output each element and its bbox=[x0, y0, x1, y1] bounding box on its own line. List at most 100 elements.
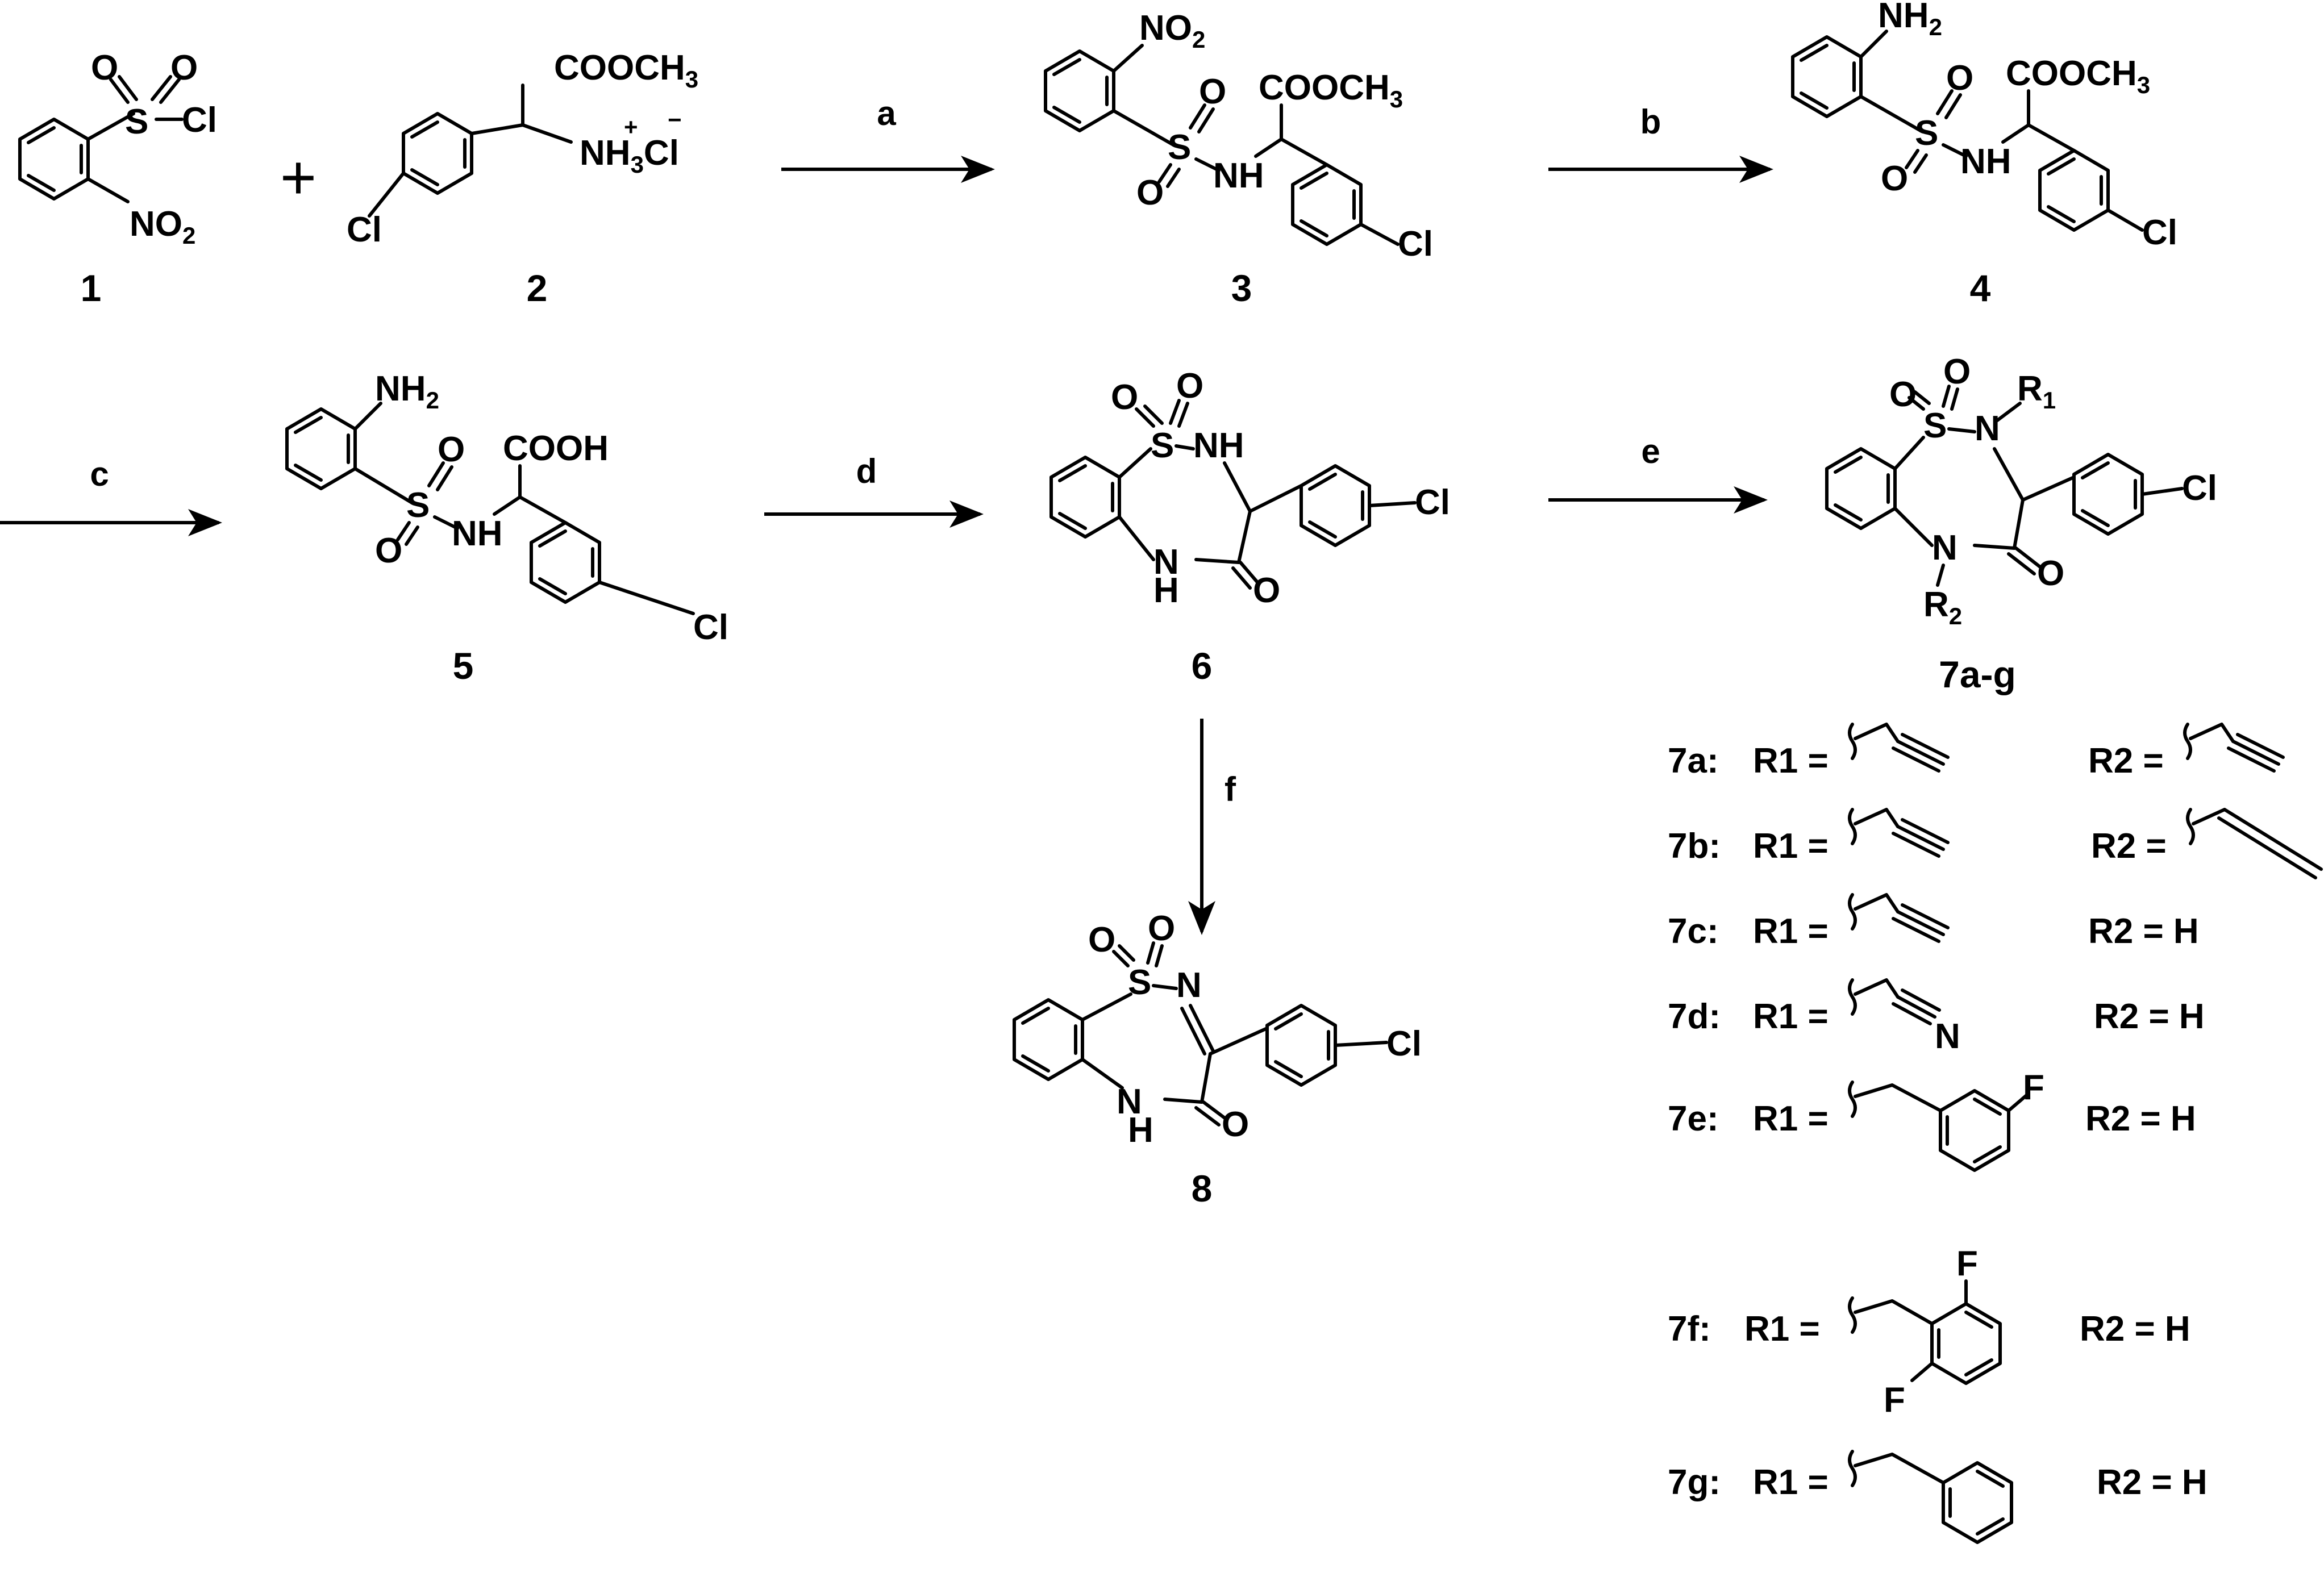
substituent-7g-label: 7g: bbox=[1668, 1463, 1721, 1502]
wavy-bond-icon bbox=[1848, 1450, 1857, 1487]
amino-group: NH2 bbox=[1878, 0, 1942, 40]
h-atom: H bbox=[1153, 571, 1179, 610]
compound-6-label: 6 bbox=[1192, 645, 1213, 687]
oxygen-atom: O bbox=[1881, 159, 1908, 198]
fluorine-atom: F bbox=[2023, 1068, 2044, 1107]
compound-5-label: 5 bbox=[453, 645, 474, 687]
chlorine-atom: Cl bbox=[693, 608, 728, 647]
ester-group: COOCH3 bbox=[554, 48, 698, 93]
ammonium-group: NH3Cl bbox=[580, 133, 679, 178]
substituent-7b-label: 7b: bbox=[1668, 827, 1721, 866]
n-atom: N bbox=[1975, 409, 2000, 448]
sulfur-atom: S bbox=[406, 486, 430, 525]
substituent-7d-r2: R2 = H bbox=[2094, 997, 2205, 1036]
compound-1-structure: S O O Cl NO2 bbox=[18, 48, 217, 249]
oxygen-atom: O bbox=[1946, 59, 1973, 98]
nh-group: NH bbox=[1213, 156, 1264, 195]
chlorine-atom: Cl bbox=[2182, 469, 2217, 508]
nitro-group: NO2 bbox=[1139, 9, 1205, 53]
oxygen-atom: O bbox=[375, 531, 402, 570]
chlorine-atom: Cl bbox=[1398, 224, 1433, 264]
substituent-list: 7a: R1 = R2 = 7b: R1 = R2 = 7c: R1 = bbox=[1668, 723, 2323, 1544]
compound-8-label: 8 bbox=[1192, 1167, 1213, 1209]
oxygen-atom: O bbox=[1136, 173, 1164, 212]
step-label-e: e bbox=[1641, 432, 1660, 470]
oxygen-atom: O bbox=[1148, 909, 1175, 948]
step-label-b: b bbox=[1640, 103, 1661, 141]
nh-group: NH bbox=[1193, 426, 1244, 465]
n-atom: N bbox=[1932, 528, 1958, 568]
compound-2-label: 2 bbox=[527, 267, 548, 309]
compound-3-label: 3 bbox=[1231, 267, 1252, 309]
n-atom: N bbox=[1153, 543, 1179, 582]
step-label-c: c bbox=[90, 455, 109, 493]
compound-7-structure: S O O N R1 O N R2 Cl bbox=[1825, 352, 2217, 629]
substituent-7c-r2: R2 = H bbox=[2088, 912, 2199, 951]
substituent-7g-r1: R1 = bbox=[1753, 1463, 1829, 1502]
substituent-7d-label: 7d: bbox=[1668, 997, 1721, 1036]
h-atom: H bbox=[1128, 1111, 1153, 1150]
chlorine-atom: Cl bbox=[1386, 1024, 1422, 1063]
ester-group: COOCH3 bbox=[1259, 68, 1403, 112]
fluorine-atom: F bbox=[1884, 1380, 1905, 1420]
n-atom: N bbox=[1176, 966, 1202, 1005]
compound-8-structure: S O O N O N H Cl bbox=[1013, 909, 1422, 1150]
plus-charge: + bbox=[624, 114, 638, 140]
ester-group: COOCH3 bbox=[2006, 54, 2150, 98]
compound-1-label: 1 bbox=[81, 267, 102, 309]
chlorine-atom: Cl bbox=[1415, 483, 1450, 522]
substituent-7d-r1: R1 = bbox=[1753, 997, 1829, 1036]
chlorine-atom: Cl bbox=[2142, 213, 2177, 252]
chlorine-atom: Cl bbox=[182, 101, 217, 140]
substituent-7c-label: 7c: bbox=[1668, 912, 1719, 951]
compound-4-label: 4 bbox=[1970, 267, 1991, 309]
sulfur-atom: S bbox=[1915, 114, 1938, 153]
substituent-7f-r1: R1 = bbox=[1744, 1309, 1820, 1349]
substituent-7b-r1: R1 = bbox=[1753, 827, 1829, 866]
oxygen-atom: O bbox=[438, 430, 465, 469]
nitrile-n-atom: N bbox=[1935, 1017, 1960, 1056]
oxygen-atom: O bbox=[1111, 378, 1138, 417]
substituent-7e-r1: R1 = bbox=[1753, 1099, 1829, 1138]
sulfur-atom: S bbox=[1151, 426, 1174, 465]
compound-6-structure: S O O NH O N H Cl bbox=[1049, 366, 1450, 610]
substituent-7a-r1: R1 = bbox=[1753, 741, 1829, 781]
substituent-7c-r1: R1 = bbox=[1753, 912, 1829, 951]
plus-sign: + bbox=[280, 143, 316, 212]
substituent-7g-r2: R2 = H bbox=[2097, 1463, 2208, 1502]
substituent-7e-r2: R2 = H bbox=[2085, 1099, 2196, 1138]
chlorine-atom: Cl bbox=[347, 210, 382, 249]
wavy-bond-icon bbox=[1848, 893, 1857, 931]
sulfur-atom: S bbox=[1923, 406, 1947, 445]
compound-2-structure: Cl COOCH3 NH3Cl + − bbox=[347, 48, 698, 249]
substituent-7a-r2: R2 = bbox=[2088, 741, 2164, 781]
nh-group: NH bbox=[1960, 142, 2011, 181]
step-label-f: f bbox=[1225, 770, 1236, 808]
minus-charge: − bbox=[668, 106, 682, 133]
oxygen-atom: O bbox=[1889, 375, 1917, 414]
substituent-7e-label: 7e: bbox=[1668, 1099, 1719, 1138]
oxygen-atom: O bbox=[2037, 554, 2064, 593]
step-label-d: d bbox=[856, 452, 877, 490]
sulfur-atom: S bbox=[1168, 128, 1191, 167]
substituent-7b-r2: R2 = bbox=[2091, 827, 2167, 866]
wavy-bond-icon bbox=[1848, 1080, 1857, 1118]
oxygen-atom: O bbox=[91, 48, 118, 87]
r1-group: R1 bbox=[2017, 369, 2056, 414]
r2-group: R2 bbox=[1923, 585, 1962, 629]
nitro-group: NO2 bbox=[130, 205, 195, 249]
wavy-bond-icon bbox=[1848, 1296, 1857, 1334]
step-label-a: a bbox=[877, 94, 896, 132]
substituent-7f-label: 7f: bbox=[1668, 1309, 1711, 1349]
substituent-7f-r2: R2 = H bbox=[2080, 1309, 2190, 1349]
sulfur-atom: S bbox=[125, 102, 148, 141]
oxygen-atom: O bbox=[1253, 571, 1280, 610]
wavy-bond-icon bbox=[1848, 978, 1857, 1016]
fluorine-atom: F bbox=[1956, 1244, 1978, 1283]
compound-3-structure: NO2 S O O NH COOCH3 Cl bbox=[1044, 9, 1433, 264]
substituent-7a-label: 7a: bbox=[1668, 741, 1719, 781]
wavy-bond-icon bbox=[1848, 808, 1857, 845]
oxygen-atom: O bbox=[1199, 72, 1226, 111]
oxygen-atom: O bbox=[1176, 366, 1203, 406]
